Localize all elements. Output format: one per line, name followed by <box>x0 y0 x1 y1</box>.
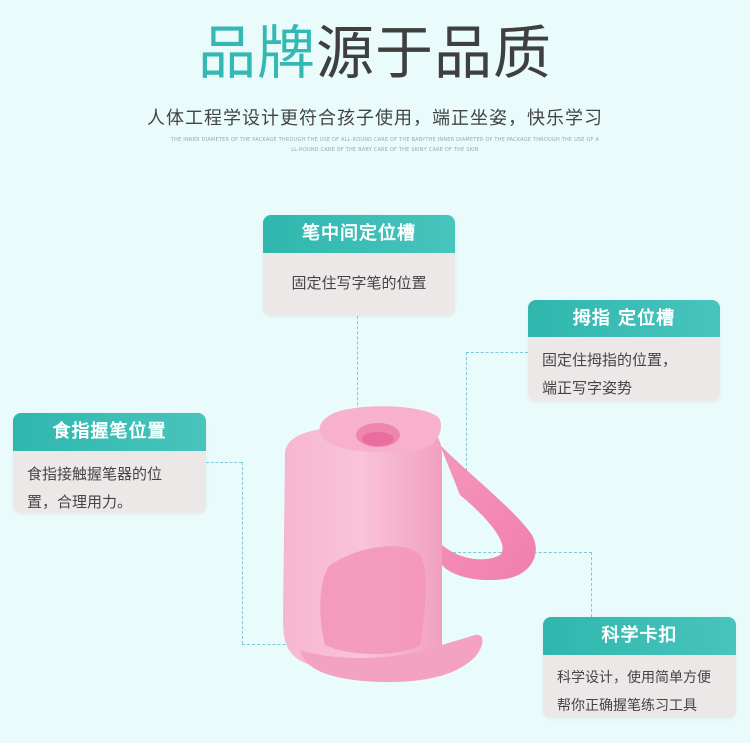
callout-scientific-grip-text: 科学设计，使用简单方便 帮你正确握笔练习工具 <box>543 655 736 718</box>
pencil-grip-image <box>283 406 536 683</box>
callout-pen-groove-text: 固定住写字笔的位置 <box>291 274 427 292</box>
callout-scientific-grip-title: 科学卡扣 <box>543 617 736 655</box>
callout-scientific-grip: 科学卡扣 科学设计，使用简单方便 帮你正确握笔练习工具 <box>543 617 736 718</box>
leader-line-thumb <box>466 352 528 353</box>
callout-scientific-grip-line1: 科学设计，使用简单方便 <box>557 670 711 686</box>
header: 品牌源于品质 <box>0 18 750 88</box>
callout-index-finger-line2: 置，合理用力。 <box>27 493 133 511</box>
title-accent: 品牌 <box>197 19 316 87</box>
callout-scientific-grip-line2: 帮你正确握笔练习工具 <box>557 698 697 714</box>
fine-print-line-2: LL-ROUND CARE OF THE BABY CARE OF THE SK… <box>291 147 479 153</box>
callout-thumb-groove-title: 拇指 定位槽 <box>528 300 720 337</box>
callout-thumb-groove-line1: 固定住拇指的位置， <box>542 351 678 369</box>
fine-print-line-1: THE INNER DIAMETER OF THE PACKAGE THROUG… <box>170 137 600 143</box>
callout-thumb-groove-line2: 端正写字姿势 <box>542 379 633 397</box>
callout-index-finger-text: 食指接触握笔器的位 置，合理用力。 <box>13 451 206 513</box>
callout-pen-groove: 笔中间定位槽 固定住写字笔的位置 <box>263 215 455 316</box>
subtitle: 人体工程学设计更符合孩子使用，端正坐姿，快乐学习 <box>147 108 603 129</box>
callout-pen-groove-title: 笔中间定位槽 <box>263 215 455 253</box>
leader-line-thumb-vertical <box>466 352 467 476</box>
leader-line-pen <box>357 316 358 441</box>
leader-line-grip-vertical <box>591 552 592 617</box>
leader-line-index-vertical <box>242 462 243 644</box>
callout-index-finger-title: 食指握笔位置 <box>13 413 206 451</box>
title-rest: 源于品质 <box>316 19 553 87</box>
page-title: 品牌源于品质 <box>0 18 750 88</box>
leader-line-index <box>206 462 242 463</box>
callout-thumb-groove-text: 固定住拇指的位置， 端正写字姿势 <box>528 337 720 401</box>
callout-index-finger: 食指握笔位置 食指接触握笔器的位 置，合理用力。 <box>13 413 206 513</box>
callout-index-finger-line1: 食指接触握笔器的位 <box>27 465 163 483</box>
callout-thumb-groove: 拇指 定位槽 固定住拇指的位置， 端正写字姿势 <box>528 300 720 401</box>
